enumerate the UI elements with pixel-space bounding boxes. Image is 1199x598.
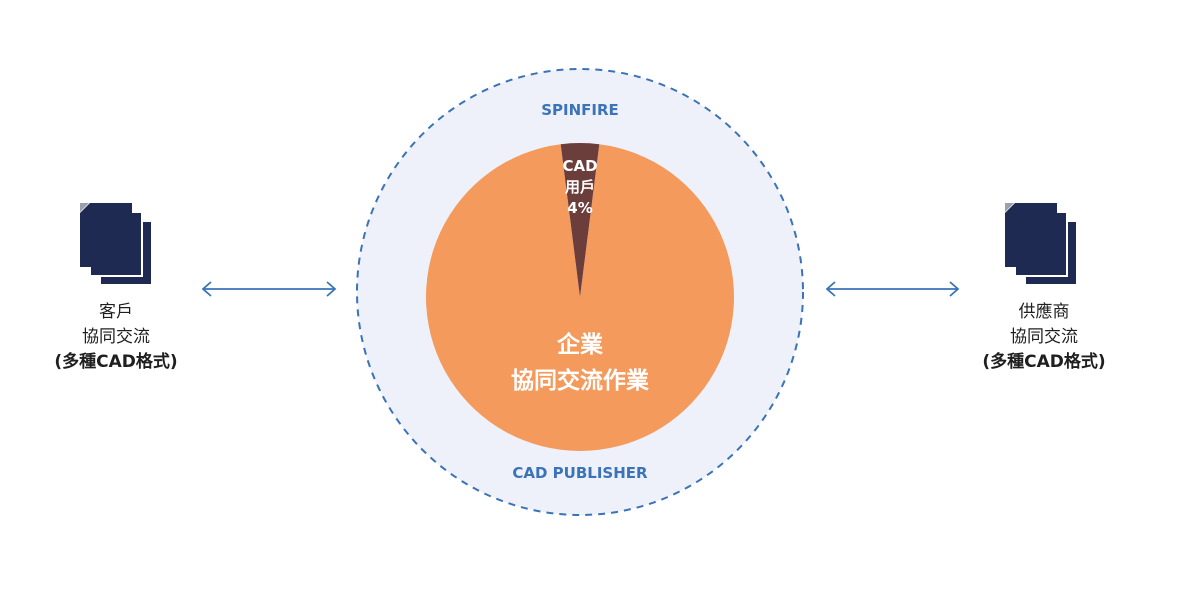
left-label-line2: 協同交流 (82, 327, 150, 347)
slice-label-line1: CAD (562, 157, 597, 175)
slice-label-line3: 4% (567, 199, 592, 217)
document-stack-icon-right (1005, 203, 1078, 286)
ring-bottom-label: CAD PUBLISHER (512, 464, 648, 482)
left-bidirectional-arrow (201, 281, 337, 297)
left-label-line3: (多種CAD格式) (54, 351, 177, 372)
pie-slice-enterprise (425, 144, 734, 451)
right-label-line3: (多種CAD格式) (982, 351, 1105, 372)
right-label-line1: 供應商 (1019, 301, 1070, 322)
right-label-line2: 協同交流 (1010, 327, 1078, 347)
main-label-line1: 企業 (556, 331, 604, 358)
right-bidirectional-arrow (825, 281, 960, 297)
document-stack-icon-left (80, 203, 153, 286)
main-label-line2: 協同交流作業 (511, 367, 650, 394)
left-label-line1: 客戶 (99, 302, 133, 322)
pie-slice-cad-users (560, 143, 600, 297)
slice-label-line2: 用戶 (565, 178, 595, 196)
ring-top-label: SPINFIRE (541, 101, 619, 119)
